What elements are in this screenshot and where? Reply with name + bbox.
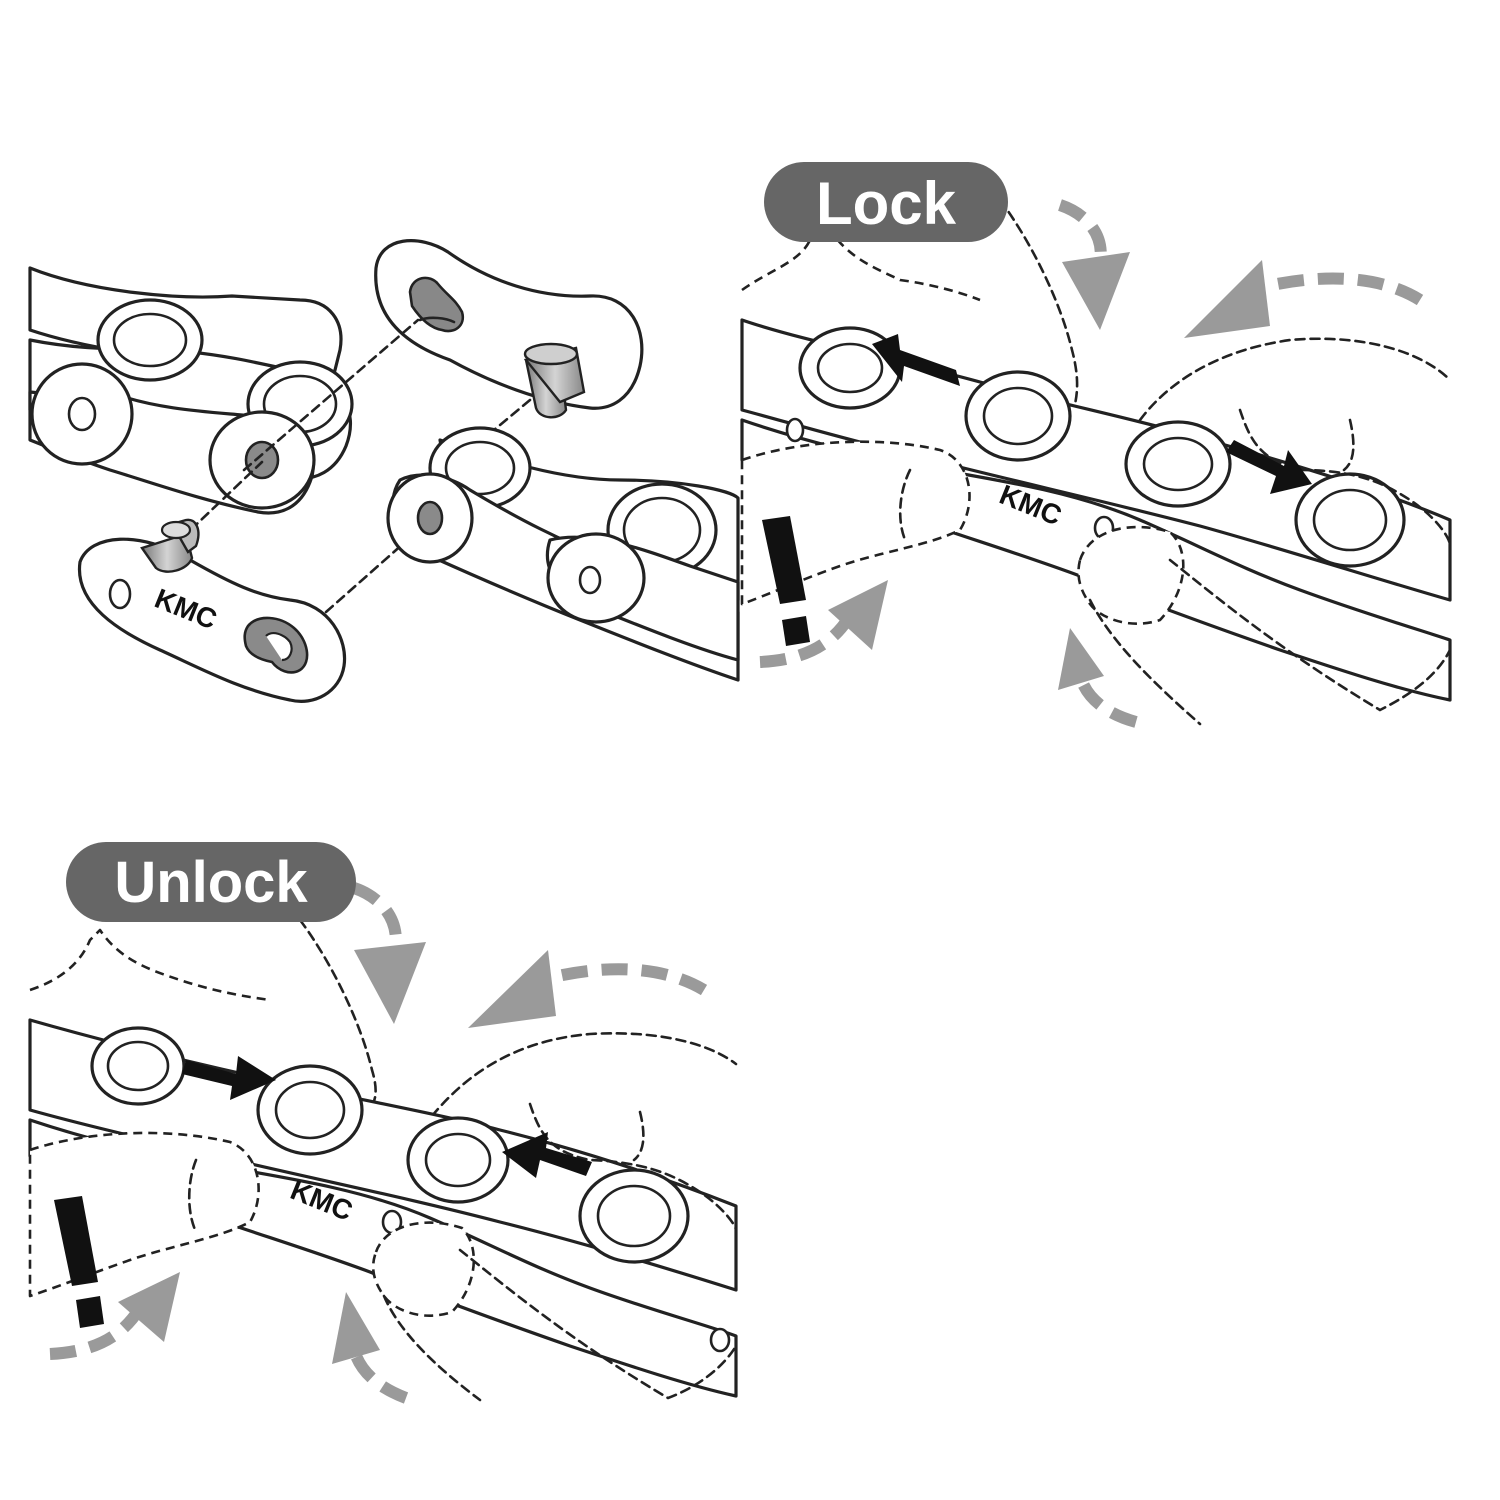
chain-roller [90,1026,186,1106]
master-link-plate-top [374,239,644,410]
motion-arrow-icon [1184,260,1424,338]
force-arrow-icon [182,1056,276,1100]
left-chain-segment [28,266,354,515]
motion-arrow-icon [1057,199,1130,330]
warning-icon [762,516,810,646]
force-arrow-icon [502,1132,592,1178]
warning-icon [54,1196,104,1328]
lock-label: Lock [816,170,957,237]
assembly-panel: KMC [28,239,740,703]
motion-arrow-icon [332,1292,409,1404]
motion-arrow-icon [49,1272,180,1360]
connecting-pin-icon [523,342,586,419]
finger-outline [29,928,271,1002]
chain-roller [964,370,1072,462]
unlock-badge: Unlock [66,842,356,922]
chain-roller [1124,420,1232,508]
chain-roller [256,1064,364,1156]
force-arrow-icon [1226,440,1312,494]
finger-outline [1138,337,1452,422]
motion-arrow-icon [1058,628,1138,728]
lock-badge: Lock [764,162,1008,242]
right-thumb [371,1221,476,1317]
chain-roller [406,1116,510,1204]
finger-outline [298,918,377,1112]
right-chain-segment [386,426,740,682]
unlock-panel: KMC [28,842,738,1404]
motion-arrow-icon [351,882,426,1024]
finger-outline [741,228,981,302]
finger-outline [998,198,1079,422]
force-arrow-icon [872,334,960,386]
motion-arrow-icon [468,950,708,1028]
unlock-label: Unlock [114,850,308,915]
lock-panel: KMC [740,162,1452,728]
chain-roller [578,1168,690,1264]
master-link-plate-bottom: KMC [77,518,347,703]
motion-arrow-icon [759,580,888,668]
right-thumb [1077,525,1185,625]
guide-line [242,318,420,472]
connecting-pin-icon [140,518,200,573]
finger-outline [430,1032,738,1118]
guide-line [324,518,432,614]
